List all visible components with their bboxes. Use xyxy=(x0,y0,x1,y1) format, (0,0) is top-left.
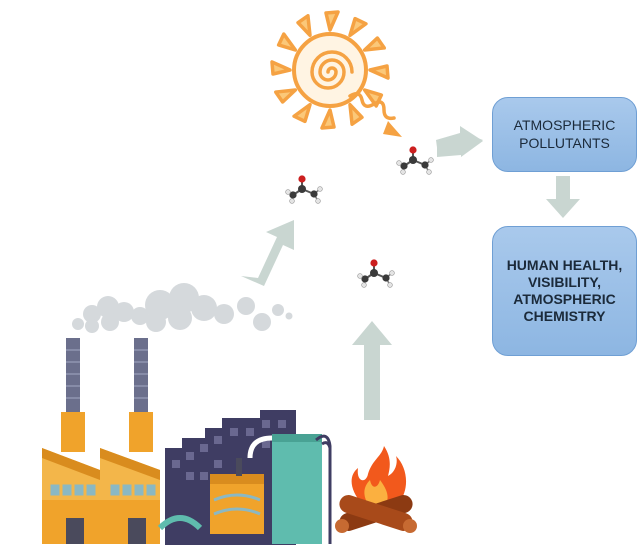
sun-icon xyxy=(270,10,390,130)
impacts-box: HUMAN HEALTH, VISIBILITY, ATMOSPHERIC CH… xyxy=(492,226,637,356)
arrow-down xyxy=(546,176,580,218)
arrow-up-diagonal xyxy=(241,220,294,286)
impacts-label: HUMAN HEALTH, VISIBILITY, ATMOSPHERIC CH… xyxy=(506,256,623,325)
arrow-up xyxy=(352,321,392,420)
molecule-icon xyxy=(356,258,396,289)
atmospheric-pollutants-box: ATMOSPHERIC POLLUTANTS xyxy=(492,97,637,172)
arrow-right xyxy=(436,126,483,157)
campfire-icon xyxy=(335,446,417,533)
smoke-cloud-icon xyxy=(72,283,293,333)
molecule-icon xyxy=(395,145,435,176)
atmospheric-pollutants-label: ATMOSPHERIC POLLUTANTS xyxy=(513,117,616,151)
factory-icon xyxy=(42,338,332,545)
sunlight-ray-icon xyxy=(348,92,402,137)
molecule-icon xyxy=(284,174,324,205)
